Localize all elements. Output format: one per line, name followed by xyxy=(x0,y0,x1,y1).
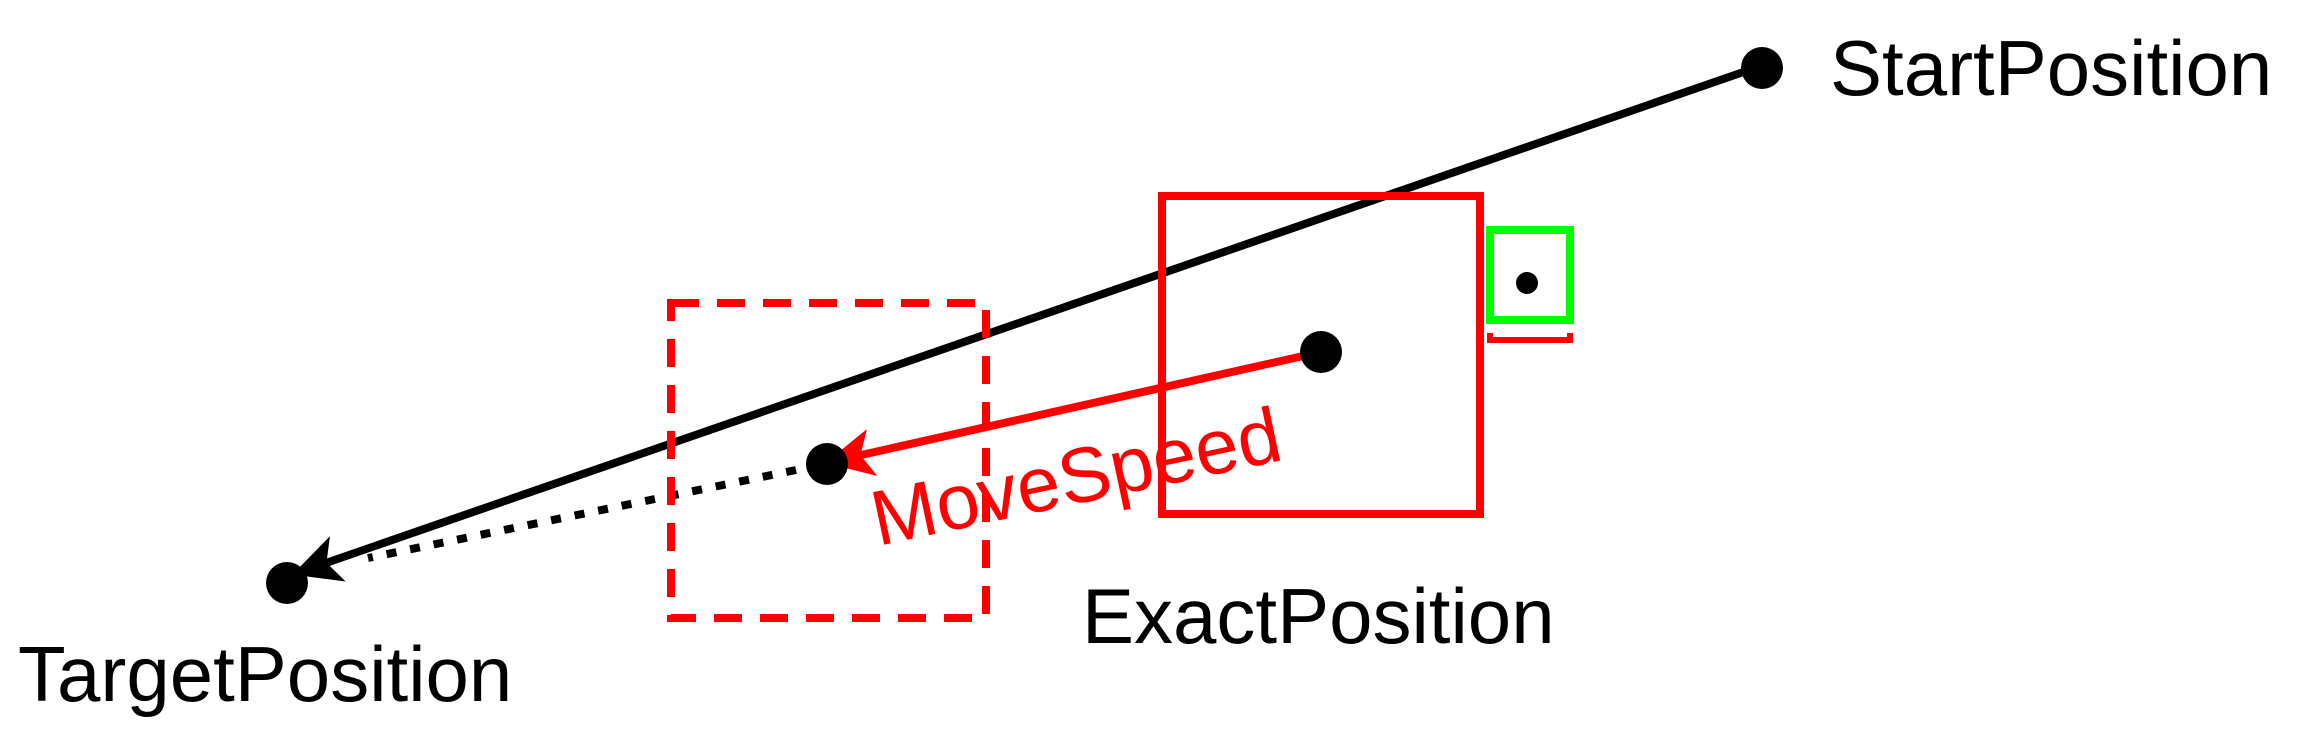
small-red-bracket xyxy=(1487,333,1573,343)
projected-position-dashed-box xyxy=(667,299,990,622)
moved-position-point xyxy=(806,443,848,485)
move-speed-label: MoveSpeed xyxy=(863,390,1288,563)
start-position-label: StartPosition xyxy=(1830,24,2272,112)
remaining-path-dotted-line xyxy=(367,466,797,562)
exact-position-label: ExactPosition xyxy=(1082,572,1555,660)
start-position-point xyxy=(1741,47,1783,89)
target-position-label: TargetPosition xyxy=(18,630,512,718)
pixel-center-point xyxy=(1516,272,1538,294)
pixel-position-green-box xyxy=(1486,226,1574,324)
exact-position-point xyxy=(1300,331,1342,373)
exact-position-box xyxy=(1158,192,1484,518)
start-to-target-line xyxy=(292,64,1757,582)
move-speed-arrow xyxy=(825,348,1322,476)
target-position-point xyxy=(266,562,308,604)
